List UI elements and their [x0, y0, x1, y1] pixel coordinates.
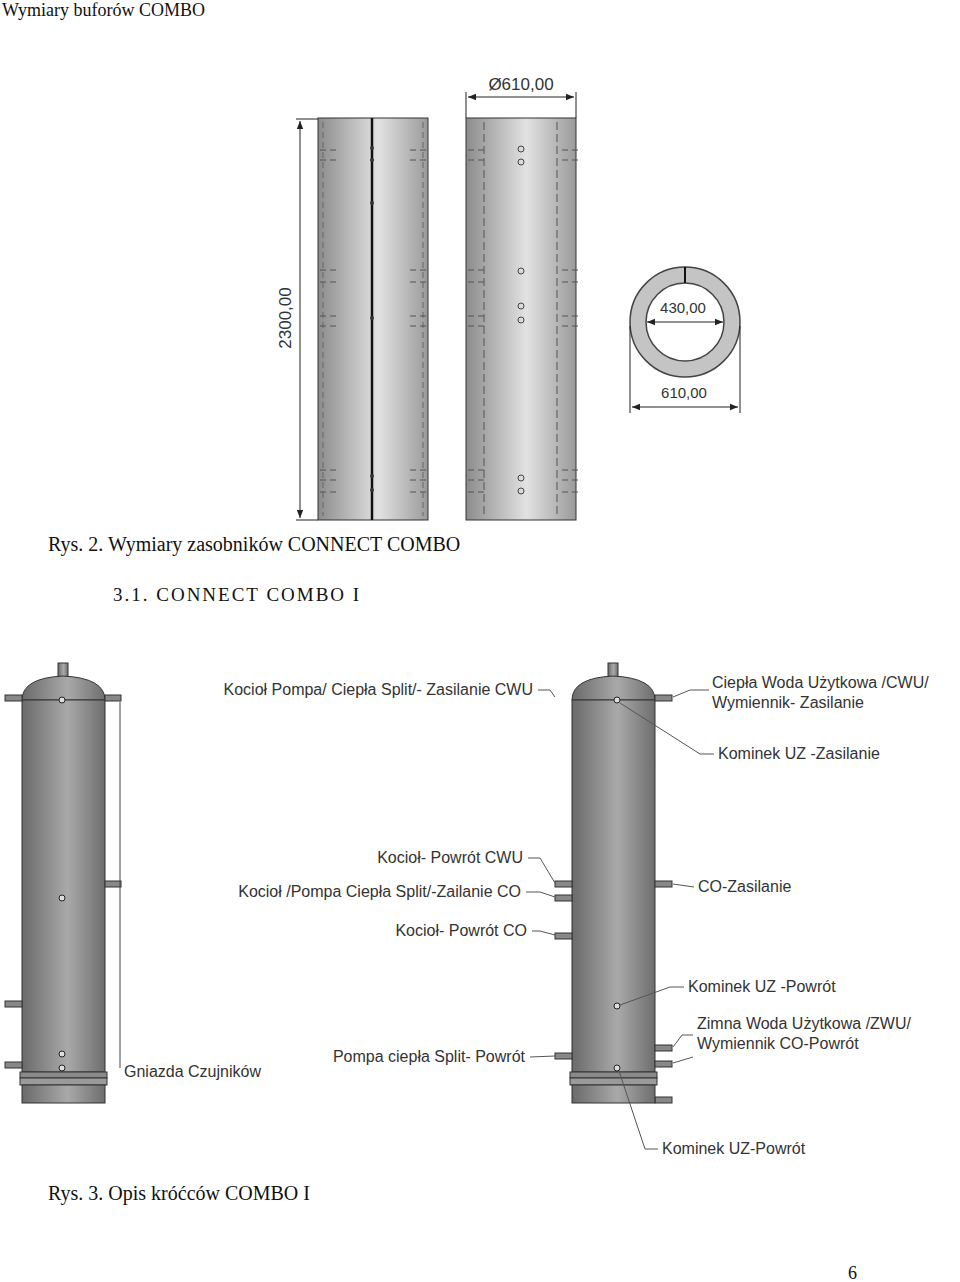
- seam-tick: [420, 470, 426, 471]
- seam-tick: [478, 270, 484, 271]
- page-header: Wymiary buforów COMBO: [2, 0, 205, 20]
- seam-tick: [320, 282, 326, 283]
- seam-tick: [572, 480, 578, 481]
- seam-tick: [410, 470, 416, 471]
- seam-tick: [330, 470, 336, 471]
- seam-tick: [562, 316, 568, 317]
- seam-tick: [330, 160, 336, 161]
- dimension: Ø610,00: [488, 75, 553, 95]
- seam-tick: [410, 326, 416, 327]
- seam-tick: [330, 150, 336, 151]
- seam-tick: [420, 316, 426, 317]
- seam-tick: [562, 480, 568, 481]
- seam-tick: [478, 480, 484, 481]
- seam-tick: [572, 326, 578, 327]
- seam-tick: [320, 480, 326, 481]
- seam-tick: [468, 492, 474, 493]
- seam-tick: [420, 492, 426, 493]
- seam-tick: [562, 326, 568, 327]
- seam-tick: [572, 270, 578, 271]
- seam-tick: [572, 160, 578, 161]
- seam-tick: [468, 470, 474, 471]
- page-number: 6: [848, 1263, 857, 1282]
- seam-tick: [572, 316, 578, 317]
- seam-tick: [320, 316, 326, 317]
- seam-tick: [320, 160, 326, 161]
- seam-tick: [320, 492, 326, 493]
- seam-tick: [330, 480, 336, 481]
- seam-tick: [410, 270, 416, 271]
- seam-tick: [320, 470, 326, 471]
- seam-tick: [420, 270, 426, 271]
- tank-right: [555, 663, 672, 1103]
- port-label: Pompa ciepła Split- Powrót: [333, 1047, 525, 1067]
- seam-tick: [562, 492, 568, 493]
- dimensioned-tanks: [296, 92, 740, 520]
- seam-tick: [468, 480, 474, 481]
- seam-tick: [468, 160, 474, 161]
- port-label: Zimna Woda Użytkowa /ZWU/ Wymiennik CO-P…: [697, 1014, 947, 1054]
- tank-left: [5, 663, 121, 1103]
- seam-tick: [478, 150, 484, 151]
- seam-tick: [330, 316, 336, 317]
- seam-tick: [330, 326, 336, 327]
- figure-caption: Rys. 2. Wymiary zasobników CONNECT COMBO: [48, 534, 460, 554]
- port-label: Kocioł- Powrót CWU: [377, 848, 523, 868]
- seam-tick: [330, 270, 336, 271]
- dimension: 2300,00: [276, 287, 296, 348]
- seam-tick: [420, 326, 426, 327]
- seam-tick: [468, 326, 474, 327]
- seam-tick: [562, 160, 568, 161]
- seam-tick: [410, 480, 416, 481]
- seam-tick: [468, 316, 474, 317]
- seam-tick: [320, 326, 326, 327]
- port-label: Ciepła Woda Użytkowa /CWU/ Wymiennik- Za…: [712, 673, 957, 713]
- seam-tick: [572, 492, 578, 493]
- dimension: 610,00: [661, 383, 707, 403]
- seam-tick: [572, 282, 578, 283]
- seam-tick: [468, 150, 474, 151]
- seam-tick: [410, 282, 416, 283]
- seam-tick: [468, 270, 474, 271]
- seam-tick: [572, 470, 578, 471]
- port-label: Kocioł Pompa/ Ciepła Split/- Zasilanie C…: [224, 680, 533, 700]
- seam-tick: [420, 150, 426, 151]
- figure-caption: Rys. 3. Opis króćców COMBO I: [48, 1183, 310, 1203]
- port-label: Kocioł /Pompa Ciepła Split/-Zailanie CO: [238, 882, 521, 902]
- seam-tick: [478, 316, 484, 317]
- seam-tick: [410, 150, 416, 151]
- dimension: 430,00: [660, 298, 706, 318]
- seam-tick: [410, 316, 416, 317]
- seam-tick: [562, 270, 568, 271]
- seam-tick: [410, 160, 416, 161]
- seam-tick: [420, 282, 426, 283]
- port-label: Kocioł- Powrót CO: [395, 921, 527, 941]
- section-heading: 3.1. CONNECT COMBO I: [113, 585, 361, 605]
- seam-tick: [320, 270, 326, 271]
- seam-tick: [468, 282, 474, 283]
- port-label: Kominek UZ -Powrót: [688, 977, 836, 997]
- seam-tick: [572, 150, 578, 151]
- seam-tick: [478, 492, 484, 493]
- seam-tick: [478, 282, 484, 283]
- seam-tick: [562, 470, 568, 471]
- port-label: Kominek UZ-Powrót: [662, 1139, 805, 1159]
- seam-tick: [330, 282, 336, 283]
- seam-tick: [420, 160, 426, 161]
- seam-tick: [478, 470, 484, 471]
- seam-tick: [420, 480, 426, 481]
- seam-tick: [478, 326, 484, 327]
- leader-lines: [526, 690, 714, 1149]
- seam-tick: [330, 492, 336, 493]
- seam-tick: [320, 150, 326, 151]
- sensor-label: Gniazda Czujników: [124, 1062, 261, 1082]
- seam-tick: [562, 150, 568, 151]
- seam-tick: [562, 282, 568, 283]
- port-label: Kominek UZ -Zasilanie: [718, 744, 880, 764]
- port-label: CO-Zasilanie: [698, 877, 791, 897]
- seam-tick: [478, 160, 484, 161]
- seam-tick: [410, 492, 416, 493]
